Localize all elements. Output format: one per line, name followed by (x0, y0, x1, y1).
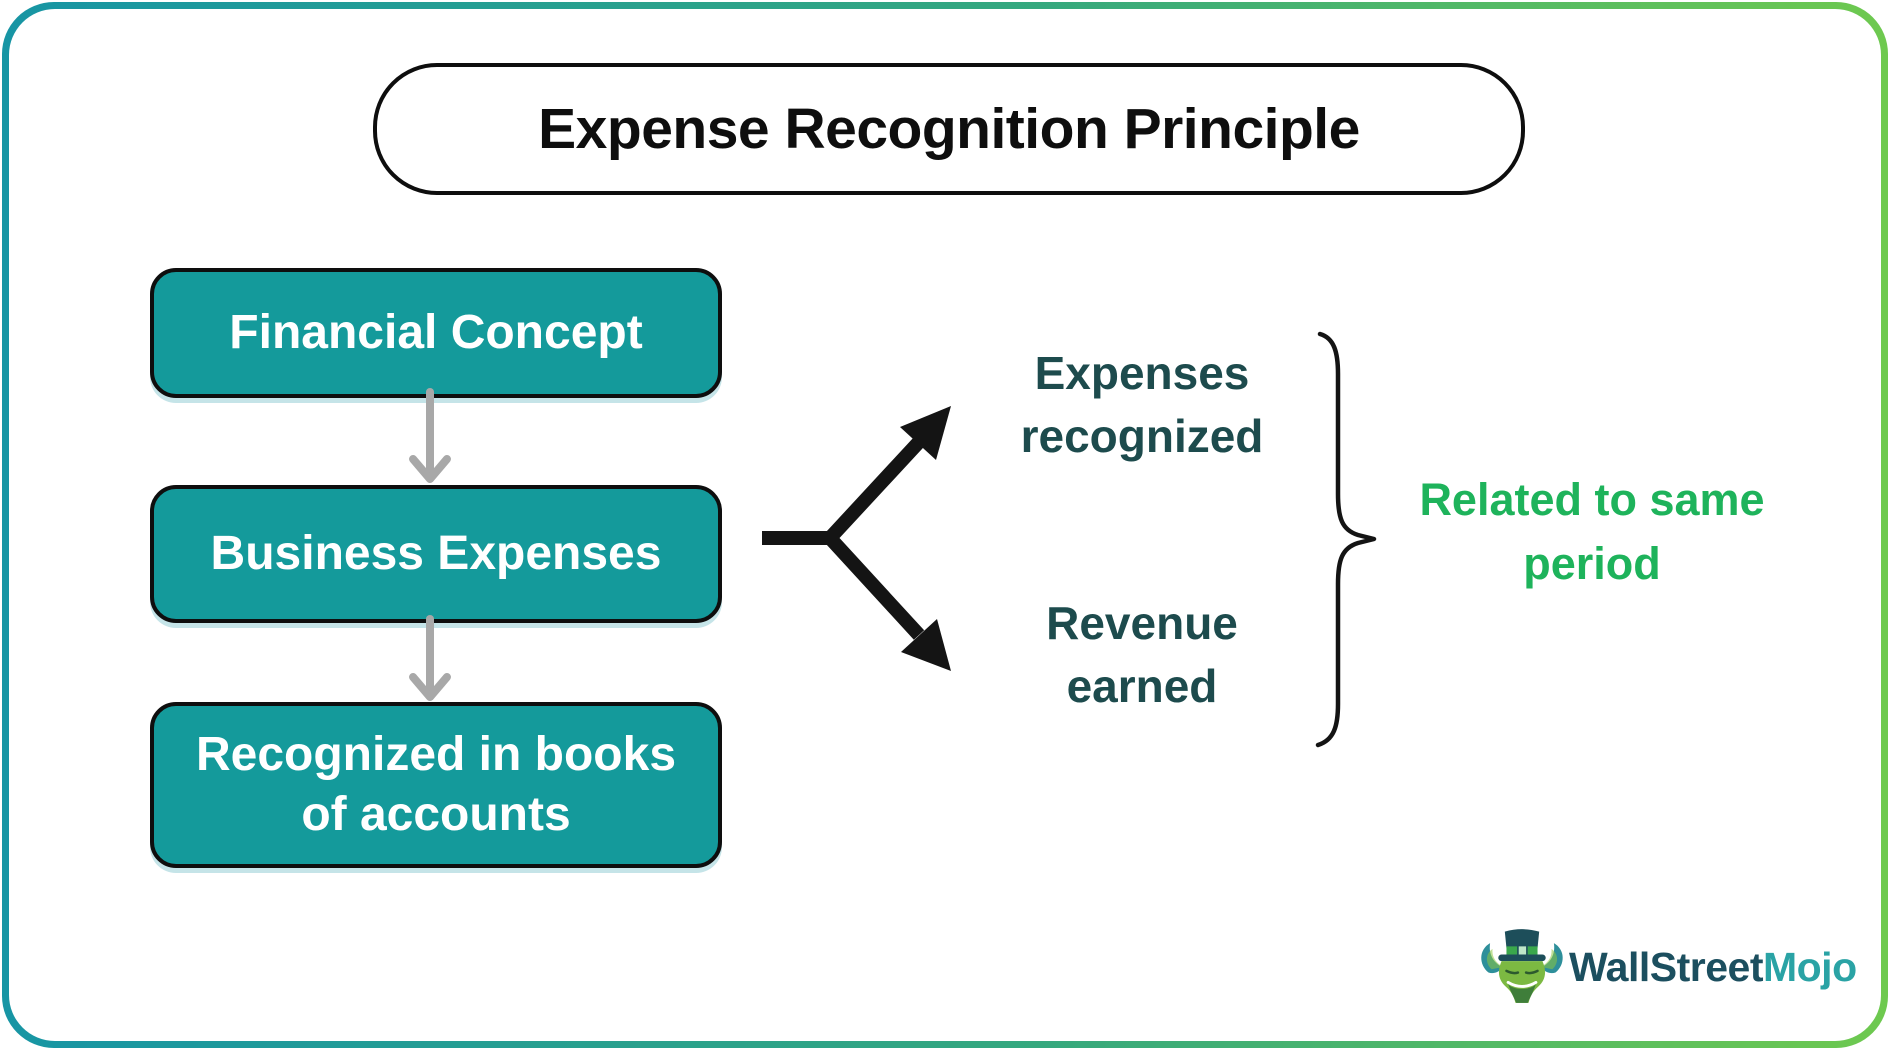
brace-note-related-to-same-period: Related to same period (1419, 474, 1765, 589)
wallstreetmojo-wordmark: WallStreetMojo (1569, 944, 1857, 991)
diagram-title: Expense Recognition Principle (538, 97, 1360, 161)
flow-box-recognized-in-books: Recognized in books of accounts (150, 702, 722, 868)
flow-box-label: Financial Concept (229, 306, 643, 359)
branch-label-revenue-earned: Revenue earned (1046, 597, 1238, 713)
branch-label-expenses-recognized: Expenses recognized (1020, 347, 1264, 463)
fork-arrows-icon (762, 406, 951, 671)
wallstreetmojo-brand: WallStreetMojo (1477, 922, 1877, 1014)
diagram-title-pill: Expense Recognition Principle (373, 63, 1525, 195)
wallstreetmojo-bull-logo-icon (1481, 929, 1563, 1003)
flow-box-label: Business Expenses (210, 527, 662, 580)
brand-name-primary: WallStreet (1569, 944, 1763, 990)
brand-name-secondary: Mojo (1762, 944, 1857, 990)
flow-box-financial-concept: Financial Concept (150, 268, 722, 398)
down-arrow-icon (409, 388, 451, 483)
flow-box-label: Recognized in books of accounts (195, 728, 677, 841)
curly-brace-icon (1315, 331, 1377, 748)
flow-box-business-expenses: Business Expenses (150, 485, 722, 623)
down-arrow-icon (409, 615, 451, 701)
